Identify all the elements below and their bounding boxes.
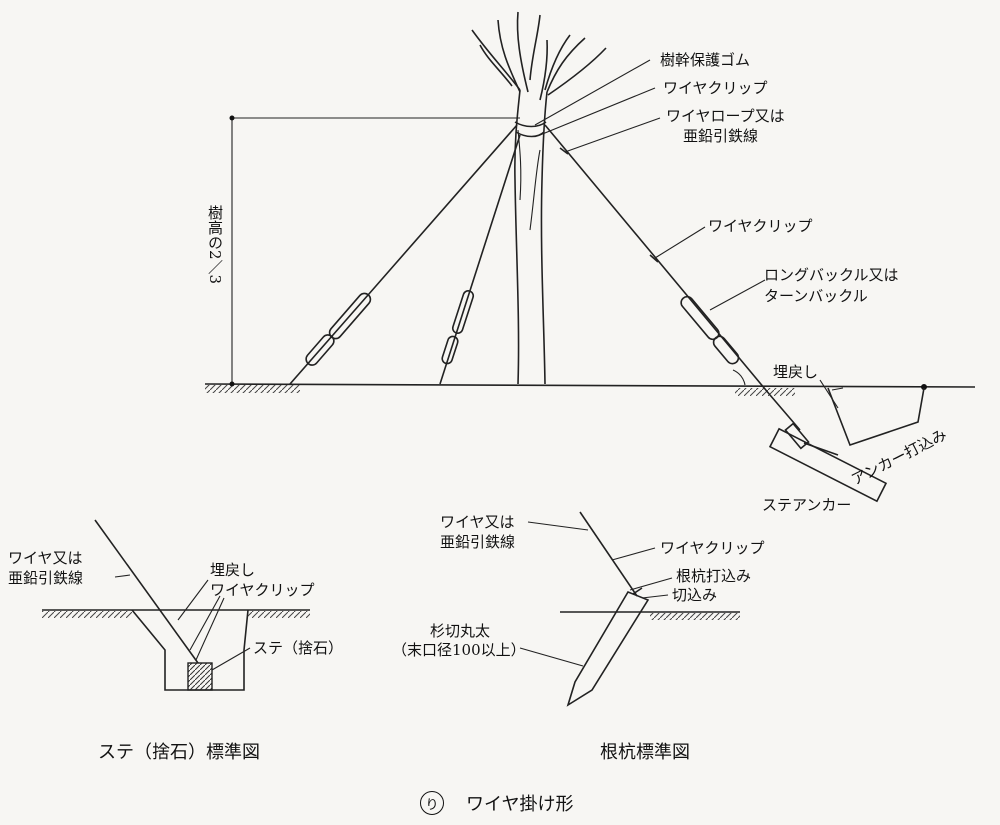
- anchor-pit: [768, 387, 925, 503]
- tree: [471, 11, 607, 385]
- stone-label-wire-line2: 亜鉛引鉄線: [8, 569, 84, 587]
- stake-label-log-line2: （末口径100以上）: [392, 641, 526, 659]
- stake-detail-caption: 根杭標準図: [600, 742, 690, 763]
- stake-label-notch: 切込み: [672, 586, 718, 604]
- label-wire-rope-line1: ワイヤロープ又は: [666, 107, 785, 125]
- stake-label-wire-line1: ワイヤ又は: [440, 513, 515, 531]
- title-text: ワイヤ掛け形: [466, 794, 574, 815]
- label-trunk-rubber: 樹幹保護ゴム: [660, 51, 751, 69]
- stone-label-wire-line1: ワイヤ又は: [8, 549, 83, 567]
- stake-label-wire-line2: 亜鉛引鉄線: [440, 533, 516, 551]
- height-dimension: [229, 115, 520, 387]
- label-wire-rope-line2: 亜鉛引鉄線: [683, 127, 759, 145]
- stone-detail-drawing: [42, 519, 310, 691]
- title-marker: り: [420, 791, 444, 815]
- label-wire-clip-mid: ワイヤクリップ: [708, 217, 813, 235]
- stake-label-wire-clip: ワイヤクリップ: [660, 539, 765, 557]
- ground-line: [204, 383, 976, 396]
- stake-label-stake-drive: 根杭打込み: [676, 567, 752, 585]
- label-buckle-line1: ロングバックル又は: [764, 266, 899, 284]
- stone-detail-caption: ステ（捨石）標準図: [98, 742, 260, 763]
- label-wire-clip-top: ワイヤクリップ: [663, 79, 768, 97]
- leader-lines: [534, 59, 839, 409]
- figure-title: り ワイヤ掛け形: [420, 790, 573, 816]
- stake-label-log-line1: 杉切丸太: [430, 622, 491, 640]
- label-backfill: 埋戻し: [773, 363, 819, 381]
- label-height-ratio: 樹高の2／3: [206, 205, 224, 285]
- label-buckle-line2: ターンバックル: [764, 287, 868, 305]
- stone-label-wire-clip: ワイヤクリップ: [210, 581, 315, 599]
- stake-detail-drawing: [519, 511, 740, 707]
- label-stay-anchor: ステアンカー: [762, 496, 852, 514]
- guy-wires: [289, 124, 839, 456]
- stone-label-backfill: 埋戻し: [210, 561, 256, 579]
- stone-label-stay: ステ（捨石）: [253, 639, 344, 657]
